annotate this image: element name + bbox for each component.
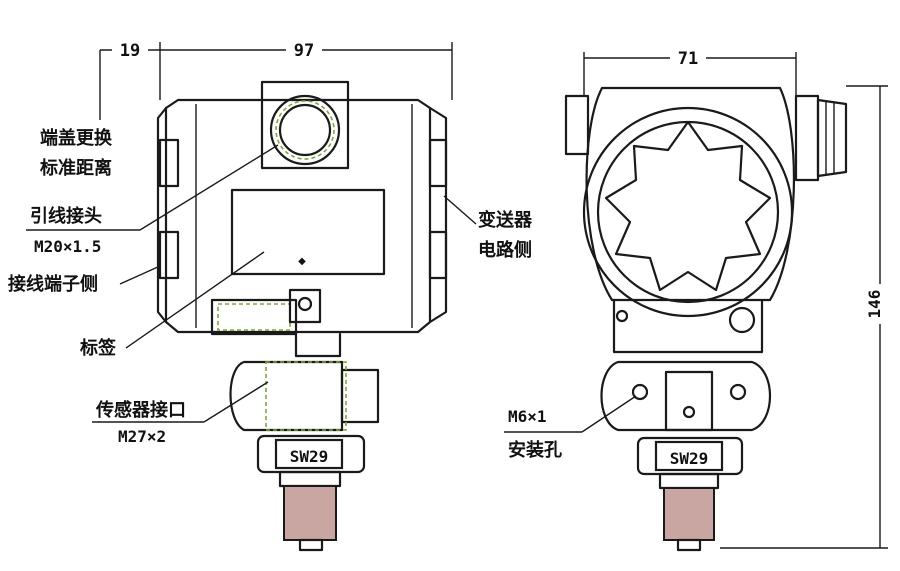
dim-71-label: 71: [678, 49, 698, 69]
label-transmitter-2: 电路侧: [478, 239, 532, 261]
side-sensor-block: [600, 360, 771, 432]
label-sensor-thread: M27×2: [118, 427, 166, 446]
label-transmitter-1: 变送器: [478, 209, 533, 231]
side-sensor-center: [664, 370, 714, 432]
left-cover-lug-1: [158, 138, 180, 188]
label-mount-thread: M6×1: [508, 407, 547, 426]
left-end-cover: [156, 106, 168, 324]
label-lead-joint: 引线接头: [30, 205, 102, 227]
label-sensor-port: 传感器接口: [95, 399, 186, 421]
right-cover-lug-1: [428, 138, 448, 188]
sensor-port-body: [229, 360, 344, 432]
terminal-side-leader: [119, 265, 161, 285]
tag-plate: [210, 298, 298, 336]
wrench-size-front: SW29: [290, 447, 329, 466]
label-end-cover-2: 标准距离: [39, 157, 112, 179]
right-end-cover: [428, 106, 448, 324]
tag-bracket: [288, 288, 322, 324]
side-cover-star: [604, 120, 772, 292]
thread-stem-side: [663, 487, 715, 541]
mount-leader: [581, 395, 637, 433]
gland-highlight: [275, 100, 335, 160]
housing-body: [164, 98, 432, 334]
right-cover-lug-2: [428, 230, 448, 280]
gland-boss: [260, 80, 350, 170]
side-annotations: M6×1 安装孔: [504, 395, 637, 461]
side-view: 71 146 SW29: [564, 48, 892, 552]
mount-hole-center-icon: [682, 405, 696, 419]
front-view: 19 97 ◆ SW29: [99, 40, 453, 552]
label-mount-hole: 安装孔: [508, 439, 562, 461]
display-window: [230, 188, 386, 276]
dim-97-label: 97: [294, 41, 314, 61]
stem-collar-side: [658, 472, 720, 490]
hex-flat-front: [274, 438, 344, 470]
gland-inner-ring: [278, 103, 332, 157]
side-small-screw-icon: [615, 309, 629, 323]
dim-146-bg: [868, 284, 892, 324]
stem-tip-side: [676, 538, 702, 552]
side-cover-inner: [596, 120, 780, 304]
side-gland-base: [794, 94, 820, 182]
dim-146-label: 146: [865, 290, 884, 319]
dim-19-label: 19: [120, 41, 140, 61]
front-annotations: 端盖更换 标准距离 引线接头 M20×1.5 接线端子侧 标签 传感器接口 M2…: [8, 127, 533, 446]
sensor-port-highlight: [265, 361, 347, 431]
stem-collar-front: [278, 470, 342, 488]
dim-97-bg: [286, 40, 322, 60]
sensor-port-leader: [203, 381, 269, 423]
label-end-cover-1: 端盖更换: [40, 127, 113, 149]
thread-stem-front: [283, 485, 337, 541]
label-terminal-side: 接线端子侧: [8, 273, 98, 295]
mount-hole-left-icon: [631, 383, 649, 401]
left-cover-lug-2: [158, 230, 180, 280]
tag-leader: [125, 251, 265, 349]
mount-hole-right-icon: [729, 383, 747, 401]
dim-19-bg: [112, 40, 148, 60]
stem-tip-front: [298, 538, 324, 552]
side-neck: [612, 298, 764, 354]
side-gland-nut: [816, 98, 848, 178]
side-left-stub: [564, 94, 590, 156]
sensor-port-plug: [340, 368, 380, 424]
neck: [294, 332, 342, 358]
transmitter-leader: [443, 195, 477, 225]
tag-screw-icon: [297, 296, 313, 312]
diamond-mark-icon: ◆: [298, 256, 306, 267]
lead-joint-leader: [139, 144, 279, 231]
gland-outer-ring: [269, 94, 341, 166]
label-lead-thread: M20×1.5: [34, 237, 101, 256]
side-cover-ring: [582, 106, 794, 318]
hex-flat-side: [654, 440, 724, 472]
tag-highlight: [217, 303, 291, 331]
side-screw-icon: [728, 306, 756, 334]
dim-71-bg: [670, 48, 706, 68]
label-tag: 标签: [79, 337, 117, 359]
wrench-size-side: SW29: [670, 449, 709, 468]
